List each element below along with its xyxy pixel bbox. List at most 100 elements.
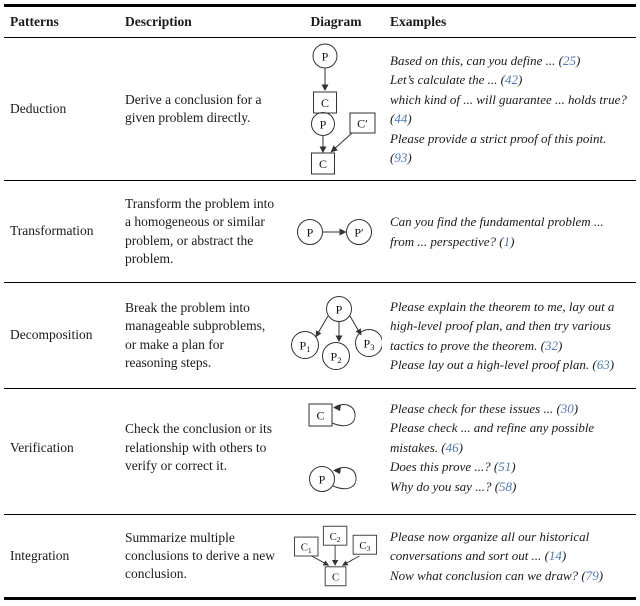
svg-text:P′: P′ — [354, 225, 364, 239]
examples-cell: Please check for these issues ... (30)Pl… — [382, 393, 636, 503]
example-item: Based on this, can you define ... (25) — [390, 51, 628, 71]
verification-diagram-icon: C P — [290, 396, 382, 500]
svg-text:P: P — [322, 50, 329, 64]
citation-paren: ( — [541, 548, 549, 564]
table-header: Patterns Description Diagram Examples — [4, 7, 636, 38]
pattern-description: Derive a conclusion for a given problem … — [125, 91, 262, 125]
example-text: Let’s calculate the ... — [390, 72, 498, 87]
table-row-integration: Integration Summarize multiple conclusio… — [4, 515, 636, 597]
example-text: Why do you say ...? — [390, 478, 492, 494]
example-item: which kind of ... will guarantee ... hol… — [390, 90, 628, 129]
example-text: Please explain the theorem to me, lay ou… — [390, 298, 615, 353]
pattern-description: Transform the problem into a homogeneous… — [125, 196, 275, 266]
example-text: Please provide a strict proof of this po… — [390, 130, 607, 146]
pattern-label: Verification — [10, 439, 74, 455]
citation-paren: ( — [589, 357, 597, 372]
pattern-label: Integration — [10, 547, 70, 563]
citation-paren: ) — [517, 72, 523, 87]
citation-paren: ( — [497, 72, 505, 87]
svg-text:P3: P3 — [364, 336, 375, 352]
example-item: Please check for these issues ... (30) — [390, 399, 628, 419]
citation-paren: ( — [490, 459, 499, 475]
svg-text:P: P — [319, 472, 326, 486]
header-description: Description — [125, 14, 192, 29]
example-text: Based on this, can you define ... — [390, 52, 556, 68]
table-row-transformation: Transformation Transform the problem int… — [4, 181, 636, 283]
citation-paren: ) — [512, 478, 517, 494]
citation-paren: ) — [511, 459, 516, 475]
citation-paren: ( — [578, 567, 586, 583]
citation-paren: ) — [575, 52, 581, 68]
citation-link[interactable]: 1 — [503, 233, 511, 249]
table-row-deduction: Deduction Derive a conclusion for a give… — [4, 38, 636, 181]
citation-paren: ) — [458, 439, 463, 455]
example-item: Let’s calculate the ... (42) — [390, 70, 628, 90]
table-row-decomposition: Decomposition Break the problem into man… — [4, 283, 636, 389]
citation-paren: ( — [496, 233, 504, 249]
example-item: Please lay out a high-level proof plan. … — [390, 355, 628, 375]
citation-link[interactable]: 32 — [545, 337, 559, 353]
citation-paren: ) — [558, 337, 563, 353]
svg-text:C2: C2 — [330, 531, 341, 544]
citation-paren: ( — [553, 400, 561, 416]
example-text: Now what conclusion can we draw? — [390, 567, 579, 583]
citation-paren: ) — [561, 548, 567, 564]
decomposition-diagram-icon: P P1 P2 P3 — [290, 295, 382, 377]
header-diagram: Diagram — [310, 14, 362, 29]
examples-cell: Please explain the theorem to me, lay ou… — [382, 291, 636, 381]
table-row-verification: Verification Check the conclusion or its… — [4, 389, 636, 515]
pattern-description: Break the problem into manageable subpro… — [125, 300, 266, 370]
svg-text:C1: C1 — [301, 542, 312, 555]
citation-link[interactable]: 30 — [560, 400, 574, 416]
pattern-label: Decomposition — [10, 327, 93, 343]
example-item: Please now organize all our historical c… — [390, 527, 628, 566]
example-item: Can you find the fundamental problem ...… — [390, 212, 628, 251]
citation-paren: ) — [510, 233, 515, 249]
examples-cell: Based on this, can you define ... (25)Le… — [382, 45, 636, 174]
integration-diagram-icon: C2 C1 C3 C — [290, 520, 382, 592]
citation-paren: ) — [407, 111, 412, 126]
example-text: Can you find the fundamental problem ...… — [390, 214, 604, 249]
example-item: Please explain the theorem to me, lay ou… — [390, 297, 628, 356]
svg-text:P: P — [336, 302, 343, 316]
citation-link[interactable]: 46 — [445, 439, 459, 455]
svg-text:P2: P2 — [331, 349, 342, 365]
example-text: Please now organize all our historical c… — [390, 528, 590, 564]
example-item: Please provide a strict proof of this po… — [390, 129, 628, 168]
citation-link[interactable]: 93 — [394, 150, 408, 165]
pattern-label: Deduction — [10, 100, 67, 116]
citation-link[interactable]: 63 — [596, 357, 610, 372]
citation-link[interactable]: 79 — [585, 567, 599, 583]
examples-cell: Can you find the fundamental problem ...… — [382, 206, 636, 257]
svg-text:P: P — [320, 118, 327, 132]
example-text: Please check ... and refine any possible… — [390, 420, 595, 455]
citation-paren: ( — [555, 52, 563, 68]
svg-text:C: C — [332, 571, 339, 583]
citation-link[interactable]: 44 — [394, 111, 408, 126]
header-examples: Examples — [390, 14, 447, 29]
citation-link[interactable]: 25 — [562, 52, 576, 68]
pattern-description: Summarize multiple conclusions to derive… — [125, 529, 275, 582]
citation-link[interactable]: 14 — [548, 548, 562, 564]
citation-link[interactable]: 51 — [498, 459, 512, 475]
svg-text:C′: C′ — [357, 117, 368, 131]
pattern-label: Transformation — [10, 223, 94, 239]
citation-link[interactable]: 58 — [499, 478, 513, 494]
citation-paren: ( — [438, 439, 446, 455]
citation-paren: ) — [573, 400, 579, 416]
example-item: Now what conclusion can we draw? (79) — [390, 566, 628, 586]
citation-paren: ) — [609, 357, 615, 372]
citation-paren: ) — [598, 567, 604, 583]
example-item: Please check ... and refine any possible… — [390, 418, 628, 457]
citation-paren: ( — [390, 111, 395, 126]
pattern-description: Check the conclusion or its relationship… — [125, 421, 272, 473]
svg-text:C: C — [316, 408, 324, 422]
citation-paren: ) — [407, 150, 412, 165]
examples-cell: Please now organize all our historical c… — [382, 521, 636, 592]
citation-link[interactable]: 42 — [504, 72, 518, 87]
svg-text:C: C — [321, 96, 329, 110]
example-text: Does this prove ...? — [390, 459, 491, 475]
example-text: Please lay out a high-level proof plan. — [390, 357, 590, 372]
example-item: Does this prove ...? (51) — [390, 457, 628, 477]
svg-text:C: C — [319, 157, 327, 171]
